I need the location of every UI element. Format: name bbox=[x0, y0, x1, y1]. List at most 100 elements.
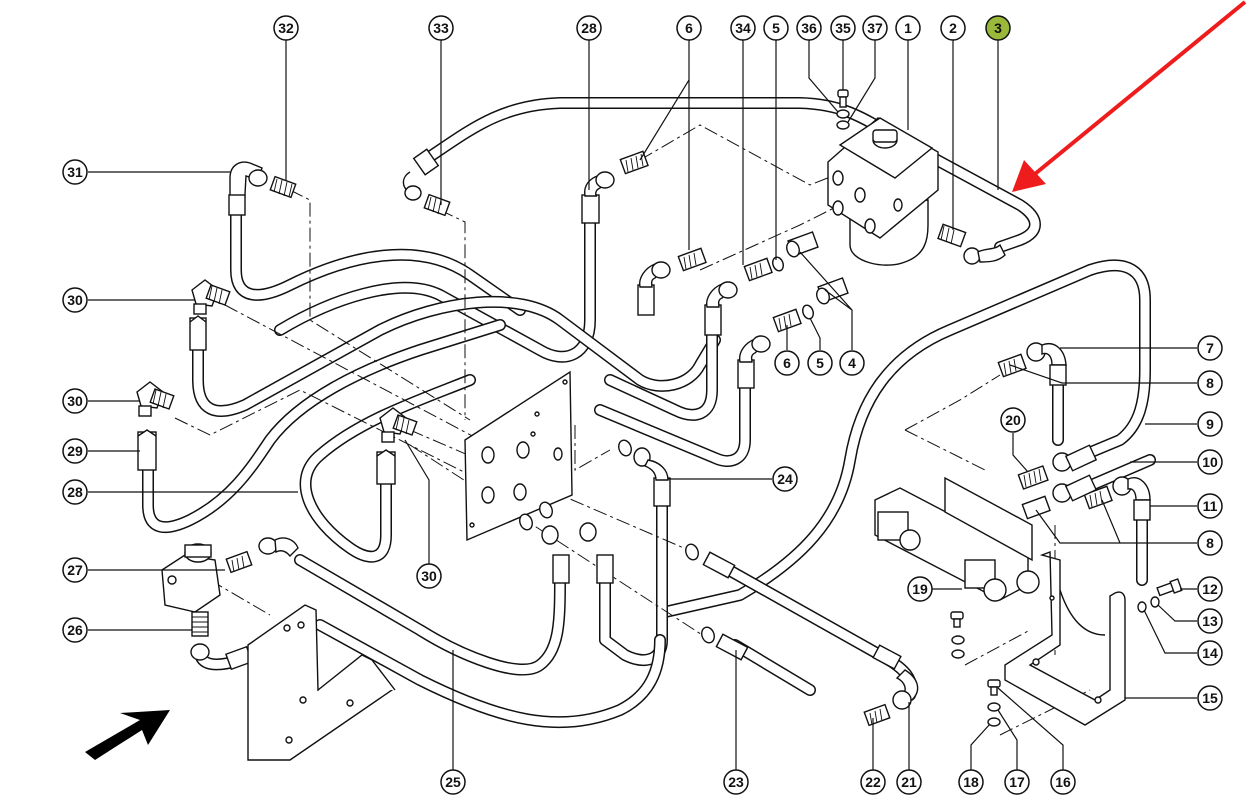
hose-9 bbox=[659, 259, 1151, 618]
callout-9[interactable]: 9 bbox=[1197, 411, 1223, 437]
callout-10[interactable]: 10 bbox=[1197, 449, 1223, 475]
callout-30-c[interactable]: 30 bbox=[416, 563, 442, 589]
svg-text:8: 8 bbox=[1206, 535, 1214, 551]
callout-36[interactable]: 36 bbox=[796, 15, 822, 41]
nipple-33 bbox=[423, 193, 451, 217]
callout-24[interactable]: 24 bbox=[772, 466, 798, 492]
callout-8-b[interactable]: 8 bbox=[1197, 530, 1223, 556]
callout-17[interactable]: 17 bbox=[1004, 769, 1030, 795]
callout-8-a[interactable]: 8 bbox=[1197, 370, 1223, 396]
svg-text:20: 20 bbox=[1005, 412, 1021, 428]
callout-27[interactable]: 27 bbox=[62, 557, 88, 583]
callout-26[interactable]: 26 bbox=[62, 617, 88, 643]
callout-35[interactable]: 35 bbox=[830, 15, 856, 41]
callout-31[interactable]: 31 bbox=[62, 159, 88, 185]
lock-nut-23 bbox=[685, 543, 699, 561]
lock-nut-24 bbox=[618, 439, 632, 457]
washer-14 bbox=[1137, 601, 1147, 613]
callout-30-a[interactable]: 30 bbox=[62, 287, 88, 313]
svg-text:16: 16 bbox=[1055, 774, 1071, 790]
callout-19[interactable]: 19 bbox=[907, 576, 933, 602]
bracket-left bbox=[247, 604, 396, 761]
bracket-15 bbox=[1004, 550, 1126, 726]
callout-11[interactable]: 11 bbox=[1197, 493, 1223, 519]
washer-19a bbox=[951, 635, 965, 645]
hose-29 bbox=[142, 319, 506, 533]
svg-text:14: 14 bbox=[1202, 645, 1218, 661]
callout-33[interactable]: 33 bbox=[428, 15, 454, 41]
washer-37 bbox=[836, 120, 850, 130]
svg-text:25: 25 bbox=[445, 774, 461, 790]
callout-2[interactable]: 2 bbox=[940, 15, 966, 41]
solenoid-valve-19 bbox=[874, 476, 1040, 602]
callout-28-left[interactable]: 28 bbox=[62, 479, 88, 505]
callout-6-mid[interactable]: 6 bbox=[774, 350, 800, 376]
steering-valve-1 bbox=[827, 117, 939, 266]
callout-29[interactable]: 29 bbox=[62, 438, 88, 464]
elbow-30-middle bbox=[136, 381, 175, 417]
callout-23[interactable]: 23 bbox=[723, 769, 749, 795]
callout-4[interactable]: 4 bbox=[839, 350, 865, 376]
svg-text:37: 37 bbox=[867, 20, 883, 36]
callout-16[interactable]: 16 bbox=[1050, 769, 1076, 795]
callout-30-b[interactable]: 30 bbox=[62, 388, 88, 414]
elbow-fitting-34 bbox=[704, 281, 738, 336]
svg-text:4: 4 bbox=[848, 355, 856, 371]
callout-25[interactable]: 25 bbox=[440, 769, 466, 795]
callout-32[interactable]: 32 bbox=[273, 15, 299, 41]
svg-text:12: 12 bbox=[1202, 581, 1218, 597]
svg-text:11: 11 bbox=[1203, 498, 1218, 514]
hex-fitting-23 bbox=[702, 551, 736, 579]
svg-text:19: 19 bbox=[912, 581, 928, 597]
svg-text:2: 2 bbox=[949, 20, 957, 36]
callout-6-top[interactable]: 6 bbox=[676, 15, 702, 41]
nipple-32 bbox=[269, 175, 297, 199]
callout-20[interactable]: 20 bbox=[1000, 407, 1026, 433]
callout-3-highlighted[interactable]: 3 bbox=[985, 15, 1011, 41]
callout-13[interactable]: 13 bbox=[1197, 608, 1223, 634]
adapter-4-upper bbox=[786, 231, 819, 258]
callout-22[interactable]: 22 bbox=[860, 769, 886, 795]
washer-36 bbox=[836, 109, 850, 119]
svg-text:23: 23 bbox=[728, 774, 744, 790]
nipple-34 bbox=[743, 257, 773, 282]
callout-14[interactable]: 14 bbox=[1197, 640, 1223, 666]
hex-fitting-23b bbox=[715, 633, 749, 661]
nipple-6-top bbox=[619, 150, 649, 175]
elbow-fitting-25a bbox=[541, 525, 570, 584]
callout-18[interactable]: 18 bbox=[958, 769, 984, 795]
leader-lines bbox=[88, 40, 1197, 770]
callout-37[interactable]: 37 bbox=[862, 15, 888, 41]
hex-fitting-9 bbox=[1052, 444, 1098, 472]
elbow-fitting-11 bbox=[1112, 476, 1151, 521]
hose-30-lower bbox=[299, 374, 476, 563]
svg-text:13: 13 bbox=[1202, 613, 1218, 629]
svg-text:33: 33 bbox=[433, 20, 449, 36]
svg-text:26: 26 bbox=[67, 622, 83, 638]
svg-text:21: 21 bbox=[901, 774, 917, 790]
svg-text:1: 1 bbox=[904, 20, 912, 36]
svg-text:7: 7 bbox=[1206, 340, 1214, 356]
callout-7[interactable]: 7 bbox=[1197, 335, 1223, 361]
tee-block-27 bbox=[161, 543, 221, 613]
o-ring-5-lower bbox=[802, 304, 814, 320]
callout-12[interactable]: 12 bbox=[1197, 576, 1223, 602]
fitting-hex-30-lower bbox=[376, 449, 396, 485]
callout-28-top[interactable]: 28 bbox=[576, 15, 602, 41]
callout-21[interactable]: 21 bbox=[896, 769, 922, 795]
callout-34[interactable]: 34 bbox=[730, 15, 756, 41]
washer-13 bbox=[1150, 596, 1160, 608]
o-ring-5-top bbox=[772, 256, 784, 272]
svg-text:8: 8 bbox=[1206, 375, 1214, 391]
callout-5-top[interactable]: 5 bbox=[763, 15, 789, 41]
svg-text:30: 30 bbox=[67, 393, 83, 409]
svg-text:10: 10 bbox=[1202, 454, 1218, 470]
elbow-fitting-21 bbox=[872, 644, 919, 710]
callout-1[interactable]: 1 bbox=[895, 15, 921, 41]
callout-15[interactable]: 15 bbox=[1197, 685, 1223, 711]
svg-text:34: 34 bbox=[735, 20, 751, 36]
callout-5-mid[interactable]: 5 bbox=[807, 350, 833, 376]
svg-text:3: 3 bbox=[994, 20, 1002, 36]
svg-text:28: 28 bbox=[67, 484, 83, 500]
